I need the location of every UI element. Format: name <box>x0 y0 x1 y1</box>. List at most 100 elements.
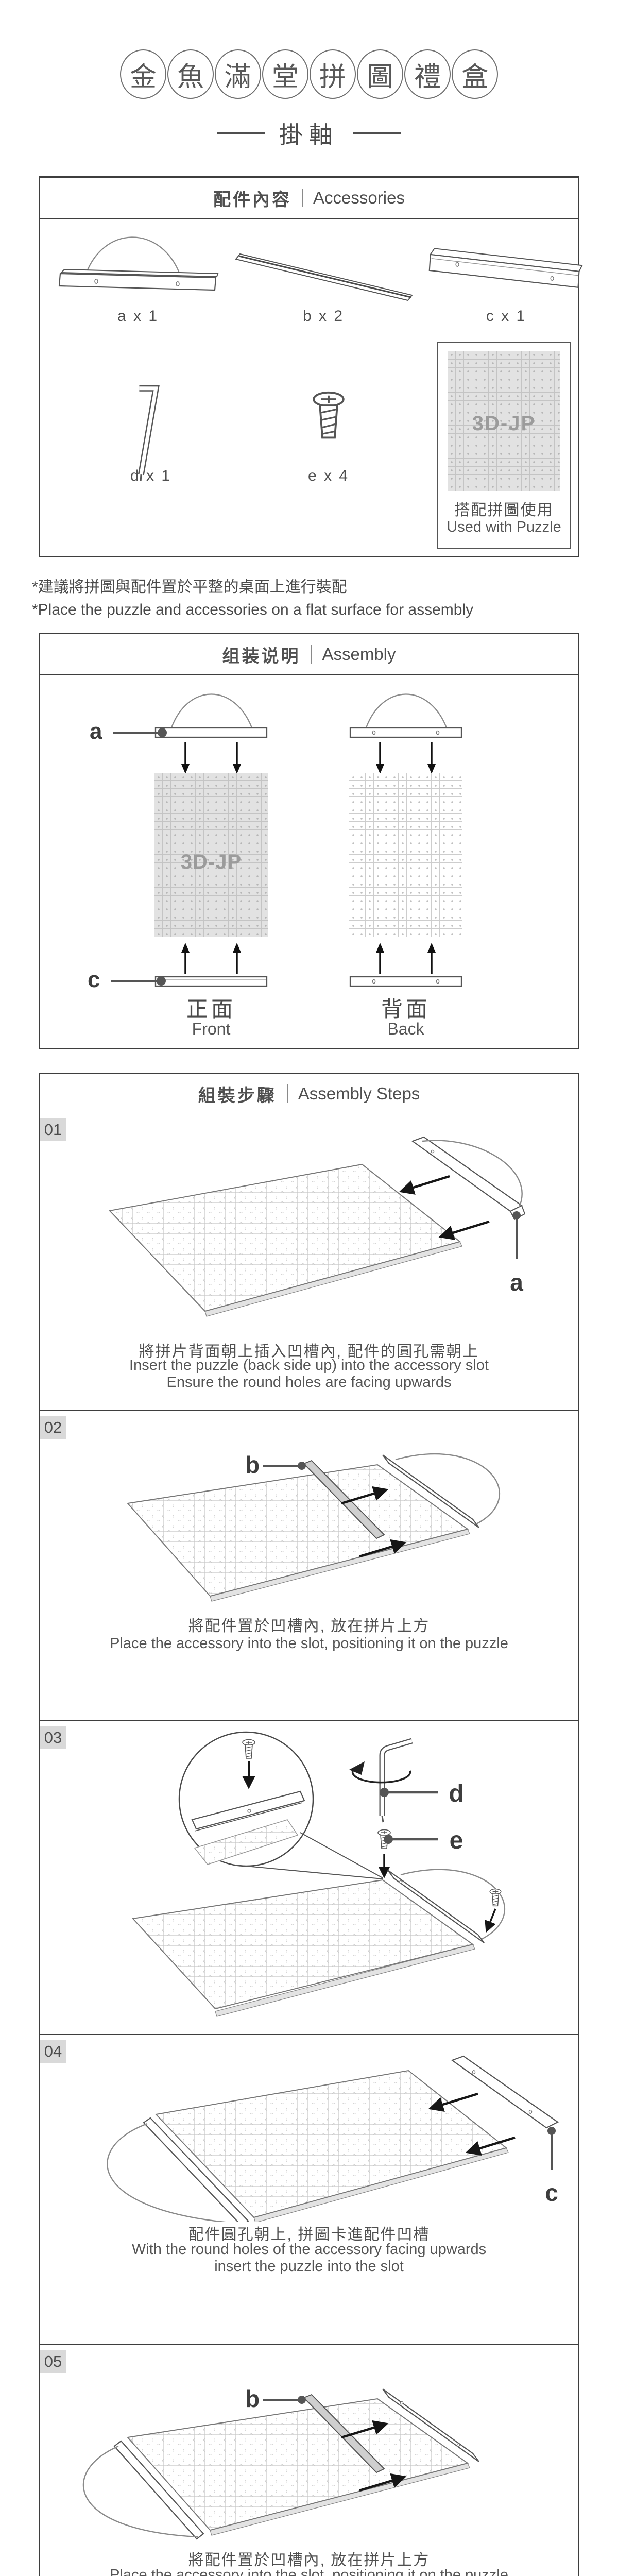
part-e-label: e x 4 <box>307 467 350 484</box>
step-05-diagram: b <box>82 2385 479 2540</box>
steps-header-zh: 組裝步驟 <box>198 1086 277 1106</box>
title-char: 金 <box>120 49 166 99</box>
title-char: 禮 <box>404 49 451 99</box>
step-04-caption-zh: 配件圓孔朝上, 拼圖卡進配件凹槽 <box>188 2226 430 2243</box>
part-a-drawing <box>58 236 219 291</box>
header-separator <box>286 1084 288 1103</box>
flat-surface-note: *建議將拼圖與配件置於平整的桌面上進行裝配 *Place the puzzle … <box>32 576 473 621</box>
step-01-caption-en1: Insert the puzzle (back side up) into th… <box>129 1357 489 1374</box>
assembly-header: 组装说明 Assembly <box>40 634 578 675</box>
step-01: 01 a 將拼片背面朝上插入凹槽內, 配件的圓孔需朝上 Insert the p… <box>40 1113 578 1410</box>
down-arrow-icon <box>427 742 436 774</box>
step-01-caption-zh: 將拼片背面朝上插入凹槽內, 配件的圓孔需朝上 <box>139 1343 479 1360</box>
label-c-leader-dot <box>157 976 166 986</box>
step-01-part-label: a <box>510 1269 523 1296</box>
title-char: 堂 <box>262 49 308 99</box>
step-03-badge: 03 <box>40 1726 66 1749</box>
note-en: *Place the puzzle and accessories on a f… <box>32 601 474 618</box>
part-d-drawing <box>99 366 202 484</box>
subtitle-dash <box>217 132 265 134</box>
step-01-diagram: a <box>109 1136 526 1317</box>
step-05-caption-en1: Place the accessory into the slot, posit… <box>110 2567 508 2576</box>
assembly-steps-section: 組裝步驟 Assembly Steps 01 a 將拼片背面朝上插入凹槽內, 配… <box>39 1073 579 2576</box>
page-title: 金 魚 滿 堂 拼 圖 禮 盒 <box>0 49 618 99</box>
puzzle-back <box>349 773 462 937</box>
front-caption-en: Front <box>192 1020 231 1038</box>
header-separator <box>302 189 303 207</box>
accessories-header-en: Accessories <box>313 188 405 207</box>
step-04-caption-en1: With the round holes of the accessory fa… <box>131 2241 487 2258</box>
step-05-caption-zh: 將配件置於凹槽內, 放在拼片上方 <box>188 2552 430 2569</box>
back-top-bar-a <box>349 693 462 738</box>
part-c-drawing <box>428 248 583 289</box>
puzzle-card-texture <box>448 351 560 491</box>
puzzle-card-caption-en: Used with Puzzle <box>447 519 561 535</box>
label-a-leader-dot <box>158 728 167 737</box>
title-char: 拼 <box>310 49 356 99</box>
step-05-badge: 05 <box>40 2350 66 2373</box>
puzzle-card-caption-zh: 搭配拼圖使用 <box>454 502 554 519</box>
accessories-header-zh: 配件內容 <box>213 190 292 210</box>
front-top-bar-a <box>154 693 268 738</box>
step-04-part-label: c <box>545 2179 558 2206</box>
step-04-diagram: c <box>107 2055 559 2222</box>
step-03-diagram: d e <box>132 1731 505 2017</box>
step-02-part-label: b <box>245 1451 260 1478</box>
subtitle-text: 掛軸 <box>279 122 339 148</box>
accessories-header: 配件內容 Accessories <box>40 178 578 219</box>
header-separator <box>311 645 312 664</box>
title-char: 魚 <box>167 49 214 99</box>
up-arrow-icon <box>233 943 241 974</box>
step-02-caption-zh: 將配件置於凹槽內, 放在拼片上方 <box>188 1618 430 1635</box>
part-b-drawing <box>235 253 413 301</box>
assembly-header-zh: 组装说明 <box>222 646 301 666</box>
back-caption-zh: 背面 <box>381 997 431 1021</box>
up-arrow-icon <box>427 943 436 974</box>
step-02-badge: 02 <box>40 1416 66 1439</box>
part-d-label: d x 1 <box>130 467 172 484</box>
front-bottom-bar-c <box>154 976 268 987</box>
down-arrow-icon <box>233 742 241 774</box>
step-03-label-d: d <box>449 1780 464 1807</box>
front-caption-zh: 正面 <box>186 997 236 1021</box>
step-03: 03 d <box>40 1720 578 2034</box>
assembly-body: a 3D-JP c <box>40 675 578 1048</box>
title-char: 圖 <box>357 49 403 99</box>
steps-header-en: Assembly Steps <box>298 1084 420 1103</box>
part-a-label: a x 1 <box>117 308 159 325</box>
title-char: 滿 <box>215 49 261 99</box>
puzzle-card-watermark: 3D-JP <box>472 412 536 435</box>
step-04: 04 c 配件圓孔朝上, 拼圖卡進配件凹槽 With the round hol… <box>40 2034 578 2344</box>
up-arrow-icon <box>181 943 190 974</box>
back-caption-en: Back <box>387 1020 424 1038</box>
step-02-caption-en1: Place the accessory into the slot, posit… <box>110 1635 508 1652</box>
label-a-leader-line <box>113 732 159 734</box>
step-05: 05 b 將配件置於凹槽內, 放在拼片上方 Place the accessor… <box>40 2344 578 2576</box>
title-char: 盒 <box>452 49 498 99</box>
step-01-badge: 01 <box>40 1118 66 1141</box>
part-e-drawing <box>313 391 345 439</box>
down-arrow-icon <box>376 742 384 774</box>
step-03-label-e: e <box>450 1827 464 1854</box>
assembly-label-a: a <box>90 719 102 744</box>
part-b-label: b x 2 <box>302 308 345 325</box>
assembly-label-c: c <box>88 967 100 992</box>
puzzle-card: 3D-JP 搭配拼圖使用 Used with Puzzle <box>437 342 571 549</box>
step-02: 02 b 將配件置於凹槽內, 放在拼片上方 Place the accessor… <box>40 1410 578 1720</box>
accessories-section: 配件內容 Accessories a x 1 b x 2 <box>39 176 583 557</box>
assembly-header-en: Assembly <box>322 645 396 664</box>
part-c-label: c x 1 <box>486 308 527 325</box>
assembly-steps-header: 組裝步驟 Assembly Steps <box>40 1074 578 1113</box>
note-zh: *建議將拼圖與配件置於平整的桌面上進行裝配 <box>32 579 347 596</box>
step-05-part-label: b <box>245 2385 260 2412</box>
puzzle-front-watermark: 3D-JP <box>180 851 242 873</box>
accessories-body: a x 1 b x 2 c x 1 d x 1 e x 4 <box>40 219 583 556</box>
up-arrow-icon <box>376 943 384 974</box>
subtitle: 掛軸 <box>0 116 618 150</box>
puzzle-front: 3D-JP <box>154 773 268 937</box>
label-c-leader-line <box>111 980 157 982</box>
subtitle-dash <box>353 132 401 134</box>
step-04-badge: 04 <box>40 2040 66 2063</box>
step-04-caption-en2: insert the puzzle into the slot <box>214 2258 404 2275</box>
